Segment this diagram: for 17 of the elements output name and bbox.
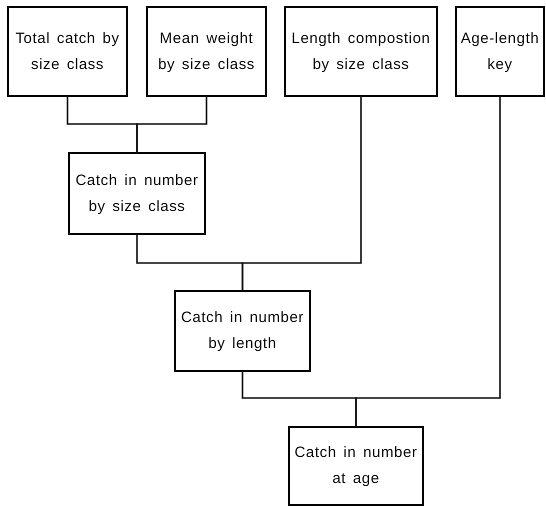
box-label: Length compostion by size class [290,28,432,74]
process-box [455,6,545,97]
box-label: Catch in number by length [180,308,306,354]
connector-line [242,97,362,290]
process-box [7,6,128,97]
process-box [68,152,206,235]
process-box [284,6,438,97]
process-box [288,426,424,506]
box-label: Catch in number at age [293,443,419,489]
box-label: Total catch by size class [14,28,121,74]
box-label: Age-length key [460,28,540,74]
process-box [146,6,267,97]
box-label: Catch in number by size class [74,170,200,216]
connector-line [136,97,208,152]
box-label: Mean weight by size class [157,28,256,74]
process-box [174,290,311,372]
connector-line [355,97,501,426]
